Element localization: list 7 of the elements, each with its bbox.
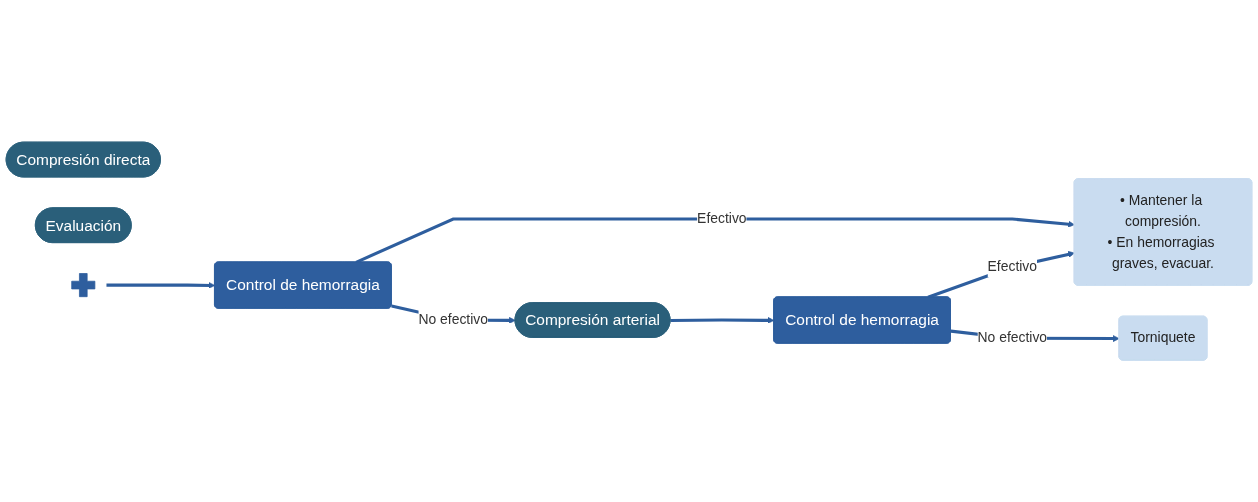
node-cross: [71, 272, 96, 297]
arrow: [106, 281, 216, 289]
arrow: [670, 316, 775, 324]
edge-label: Efectivo: [987, 258, 1038, 275]
edge-label: No efectivo: [977, 329, 1048, 346]
edge-label: Efectivo: [697, 210, 747, 227]
edge-label: No efectivo: [418, 311, 488, 328]
